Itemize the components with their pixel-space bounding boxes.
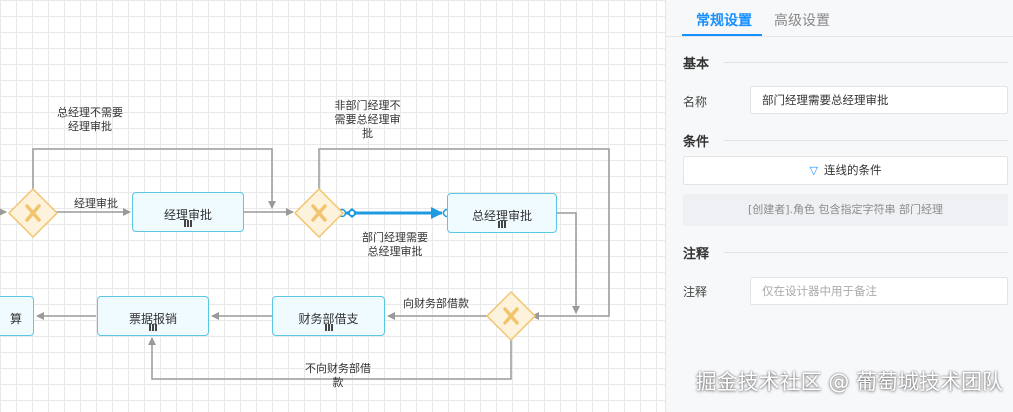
edge-no-manager[interactable] — [32, 148, 276, 209]
task-label: 票据报销 — [128, 312, 177, 326]
edge-label-line: 总经理审批 — [367, 245, 423, 258]
parallel-marker-icon — [184, 220, 192, 227]
properties-panel: 常规设置 高级设置 基本 名称 部门经理需要总经理审批 条件 ▽ 连线的条件 [创… — [666, 0, 1013, 412]
edge-label-to-finance[interactable]: 向财务部借款 — [396, 297, 476, 311]
condition-button[interactable]: ▽ 连线的条件 — [683, 156, 1008, 185]
selected-edge-dept-manager[interactable] — [337, 207, 452, 219]
tab-general-settings[interactable]: 常规设置 — [696, 13, 752, 29]
tab-advanced-settings[interactable]: 高级设置 — [774, 13, 830, 29]
parallel-marker-icon — [324, 324, 333, 331]
task-node-manager-approval[interactable]: 经理审批 — [132, 192, 244, 232]
note-label: 注释 — [683, 285, 708, 299]
section-title-note: 注释 — [683, 247, 710, 262]
task-label: 经理审批 — [163, 208, 212, 222]
panel-divider[interactable] — [665, 0, 666, 412]
section-title-basic: 基本 — [683, 57, 710, 72]
edge-label-manager-approval[interactable]: 经理审批 — [68, 197, 124, 211]
section-title-condition: 条件 — [683, 135, 710, 150]
gateway-exclusive-middle[interactable] — [293, 187, 345, 239]
edge-label-non-dept-manager[interactable]: 非部门经理不 需要总经理审 批 — [325, 99, 410, 141]
task-label: 算 — [9, 312, 22, 326]
process-canvas[interactable]: 算 经理审批 总经理审批 票据报销 财务部借支 总经理不需要 经理审批 经理审批… — [0, 0, 665, 412]
task-node-suan[interactable]: 算 — [0, 296, 34, 336]
edge-label-line: 非部门经理不 — [334, 99, 401, 112]
condition-summary: [创建者].角色 包含指定字符串 部门经理 — [683, 194, 1008, 226]
task-node-invoice[interactable]: 票据报销 — [97, 296, 209, 336]
edge-label-line: 经理审批 — [68, 120, 112, 133]
edge-label-no-manager[interactable]: 总经理不需要 经理审批 — [50, 106, 130, 134]
edge-label-dept-manager-needs-gm[interactable]: 部门经理需要 总经理审批 — [355, 231, 435, 259]
task-label: 财务部借支 — [298, 312, 359, 326]
section-divider — [724, 252, 1008, 253]
parallel-marker-icon — [149, 324, 157, 331]
edge-label-line: 需要总经理审 — [334, 113, 401, 126]
edge-label-not-finance[interactable]: 不向财务部借 款 — [293, 362, 383, 390]
parallel-marker-icon — [498, 221, 506, 228]
task-node-finance-borrow[interactable]: 财务部借支 — [272, 296, 385, 336]
filter-icon: ▽ — [809, 164, 818, 177]
section-divider — [724, 62, 1008, 63]
edge-label-line: 款 — [332, 376, 344, 389]
edge-label-line: 向财务部借款 — [403, 297, 469, 310]
condition-button-label: 连线的条件 — [823, 163, 882, 177]
gateway-exclusive-bottom[interactable] — [485, 290, 537, 342]
name-label: 名称 — [683, 95, 708, 109]
tab-bar-rule — [666, 36, 1013, 37]
watermark: 掘金技术社区 @ 葡萄城技术团队 — [695, 370, 1003, 394]
task-node-gm-approval[interactable]: 总经理审批 — [447, 193, 557, 233]
task-label: 总经理审批 — [471, 209, 532, 223]
edge-label-line: 总经理不需要 — [57, 106, 123, 119]
edge-label-line: 部门经理需要 — [362, 231, 428, 244]
flow-diagram — [0, 148, 610, 380]
tab-active-indicator — [682, 34, 762, 36]
edge-label-line: 经理审批 — [74, 197, 118, 210]
edge-non-dept-manager[interactable] — [318, 148, 610, 320]
edge-label-line: 批 — [362, 127, 373, 140]
gateway-exclusive-left[interactable] — [7, 187, 59, 239]
edge-label-line: 不向财务部借 — [305, 362, 371, 375]
edge-gm-to-gateway[interactable] — [557, 212, 580, 314]
note-input[interactable]: 仅在设计器中用于备注 — [750, 277, 1008, 305]
name-input[interactable]: 部门经理需要总经理审批 — [750, 86, 1008, 114]
edge-not-finance[interactable] — [148, 337, 512, 380]
section-divider — [724, 140, 1008, 141]
